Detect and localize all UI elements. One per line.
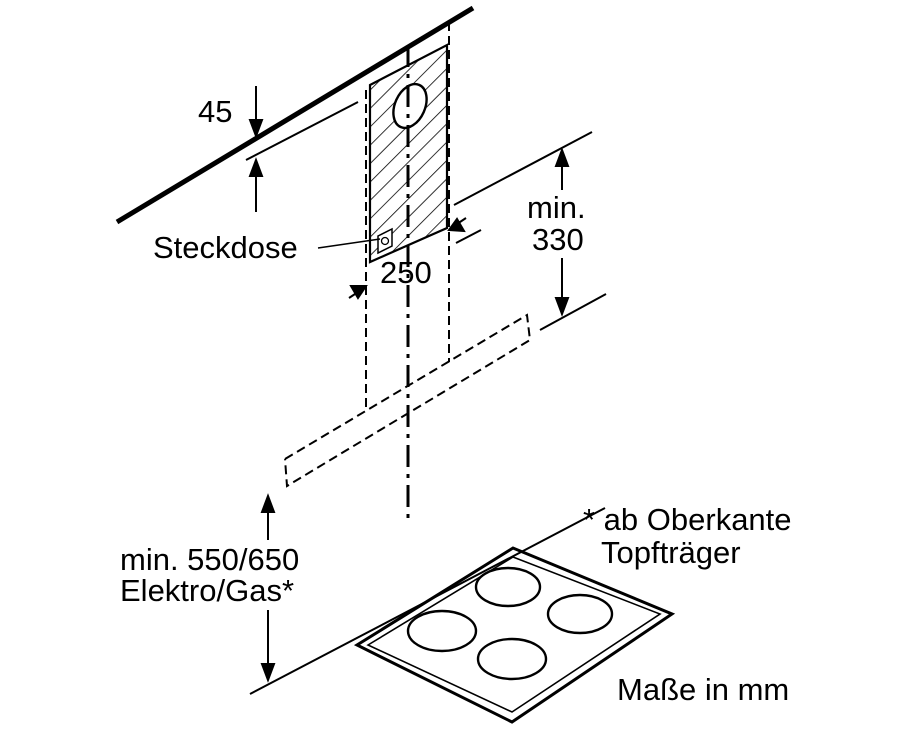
dimension-330-label-line2: 330 bbox=[532, 222, 584, 257]
dimension-45-arrows bbox=[248, 86, 264, 212]
dimension-45-label: 45 bbox=[198, 94, 232, 129]
ceiling-line bbox=[115, 5, 475, 225]
footnote-line1: * ab Oberkante bbox=[583, 502, 792, 537]
cooktop bbox=[353, 546, 676, 724]
dimension-330-label-line1: min. bbox=[527, 190, 586, 225]
burner-back-left bbox=[474, 566, 542, 608]
wall-line-mid-lower bbox=[455, 229, 482, 244]
duct-opening bbox=[392, 82, 428, 130]
wall-line-lower bbox=[539, 293, 607, 331]
burner-back-right bbox=[546, 593, 614, 635]
dimension-250-arrows bbox=[348, 217, 467, 300]
socket-label: Steckdose bbox=[153, 230, 298, 265]
burner-front-left bbox=[406, 609, 478, 653]
dimension-330-arrows bbox=[554, 147, 570, 317]
chimney-outline bbox=[365, 22, 450, 410]
socket-leader bbox=[317, 238, 381, 249]
wall-line-mid bbox=[453, 131, 593, 206]
burner-front-right bbox=[476, 637, 548, 681]
dimension-550-650-label-line1: min. 550/650 bbox=[120, 542, 299, 577]
socket-icon bbox=[377, 227, 393, 255]
dimension-250-label: 250 bbox=[380, 255, 432, 290]
dimension-550-650-arrows bbox=[260, 493, 276, 683]
units-label: Maße in mm bbox=[617, 672, 789, 707]
hood-outline bbox=[284, 313, 532, 488]
wall-line-upper bbox=[245, 101, 359, 161]
mounting-plate bbox=[368, 43, 449, 264]
dimension-550-650-label-line2: Elektro/Gas* bbox=[120, 573, 294, 608]
footnote-line2: Topfträger bbox=[601, 535, 741, 570]
